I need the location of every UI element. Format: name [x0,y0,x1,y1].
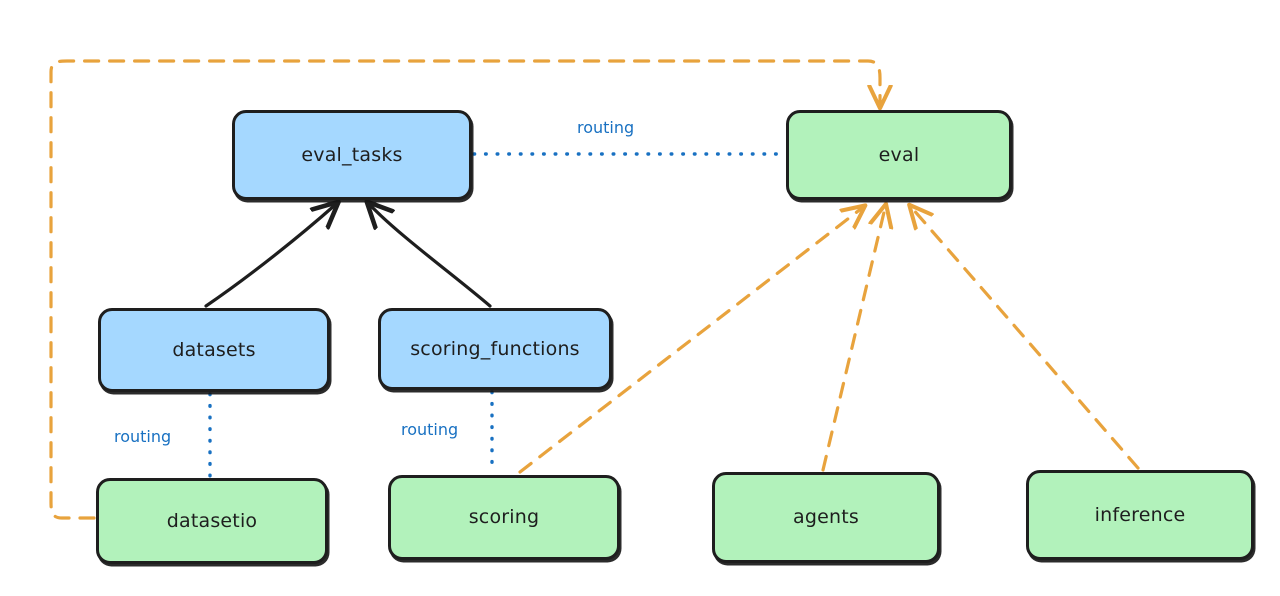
node-label-datasetio: datasetio [166,509,258,532]
edge-label-routing-scoring-functions-scoring: routing [398,420,462,439]
edge-label-routing-datasets-datasetio: routing [111,427,175,446]
dependency-edge-scoring-eval [518,208,862,474]
node-label-scoring: scoring [468,506,540,529]
node-label-inference: inference [1094,503,1186,526]
node-label-agents: agents [793,506,859,529]
node-inference[interactable]: inference [1026,470,1254,560]
composition-edge-scoring-functions-eval-tasks [370,205,492,308]
node-label-scoring-functions: scoring_functions [410,337,580,360]
node-scoring[interactable]: scoring [388,475,620,560]
node-datasetio[interactable]: datasetio [96,478,328,564]
node-agents[interactable]: agents [712,472,940,563]
composition-edge-datasets-eval-tasks [204,205,335,308]
node-datasets[interactable]: datasets [98,308,330,392]
dependency-edge-inference-eval [912,208,1140,470]
node-label-datasets: datasets [172,338,256,361]
node-label-eval: eval [878,143,920,166]
node-scoring-functions[interactable]: scoring_functions [378,308,612,390]
node-eval[interactable]: eval [786,110,1012,200]
edge-label-routing-eval-tasks-eval: routing [574,118,638,137]
node-label-eval-tasks: eval_tasks [301,143,403,166]
node-eval-tasks[interactable]: eval_tasks [232,110,472,200]
dependency-edge-agents-eval [821,208,885,472]
